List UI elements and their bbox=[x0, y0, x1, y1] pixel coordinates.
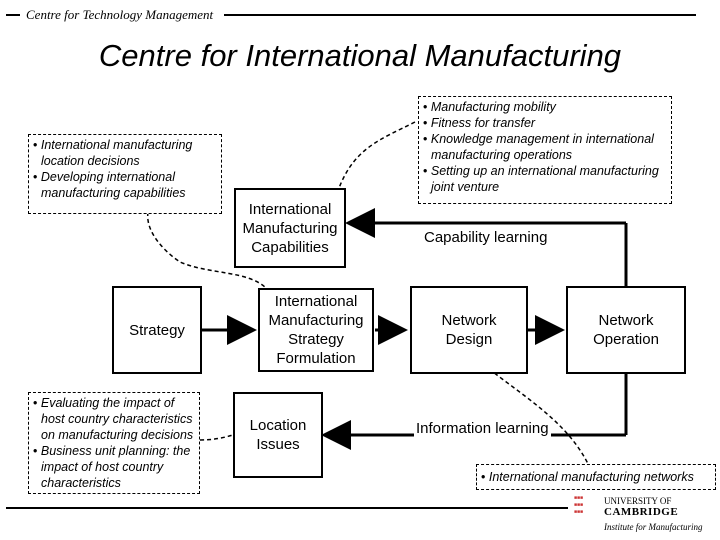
header-rule-right bbox=[224, 14, 696, 16]
logo-small-text-1: ■■■ bbox=[574, 495, 584, 501]
header-org: Centre for Technology Management bbox=[26, 7, 214, 22]
note-top-left-item: International manufacturing location dec… bbox=[33, 137, 217, 169]
box-imc-line: International bbox=[248, 200, 332, 218]
box-imc-line: Manufacturing bbox=[242, 219, 338, 237]
box-network-design-line: Network bbox=[441, 312, 497, 329]
note-bottom-right-item: International manufacturing networks bbox=[481, 469, 711, 485]
box-strategy: Strategy bbox=[112, 286, 202, 374]
box-network-operation-line: Operation bbox=[593, 331, 659, 348]
logo-small-text-3: ■■■ bbox=[574, 509, 584, 515]
footer-university-line2: CAMBRIDGE bbox=[604, 506, 679, 518]
dashed-pointer-bottom-right bbox=[477, 359, 591, 469]
footer-rule bbox=[6, 507, 568, 509]
box-location-line: Location bbox=[249, 417, 307, 434]
logo-small-text-2: ■■■ bbox=[574, 502, 584, 508]
box-location-line: Issues bbox=[256, 436, 300, 453]
box-imc-line: Capabilities bbox=[251, 238, 329, 256]
note-top-right-item: Knowledge management in international ma… bbox=[423, 131, 667, 163]
footer-institute: Institute for Manufacturing bbox=[604, 522, 703, 532]
note-top-right-item: Manufacturing mobility bbox=[423, 99, 667, 115]
note-bottom-left-item: Evaluating the impact of host country ch… bbox=[33, 395, 195, 443]
note-top-left: International manufacturing location dec… bbox=[28, 134, 222, 214]
note-bottom-left: Evaluating the impact of host country ch… bbox=[28, 392, 200, 494]
box-strategy-label: Strategy bbox=[129, 321, 185, 339]
note-top-right-item: Setting up an international manufacturin… bbox=[423, 163, 667, 195]
box-imsf: International Manufacturing Strategy For… bbox=[258, 288, 374, 372]
dashed-pointer-top-right bbox=[334, 121, 416, 201]
note-top-left-item: Developing international manufacturing c… bbox=[33, 169, 217, 201]
note-top-right: Manufacturing mobility Fitness for trans… bbox=[418, 96, 672, 204]
header-rule-left bbox=[6, 14, 20, 16]
box-network-design: Network Design bbox=[410, 286, 528, 374]
box-imsf-line: Formulation bbox=[276, 350, 356, 367]
box-location-issues: Location Issues bbox=[233, 392, 323, 478]
label-capability-learning: Capability learning bbox=[424, 229, 548, 246]
cambridge-crest-logo: ■■■ ■■■ ■■■ bbox=[574, 496, 600, 518]
footer-university-line1: UNIVERSITY OF bbox=[604, 496, 672, 506]
note-bottom-left-item: Business unit planning: the impact of ho… bbox=[33, 443, 195, 491]
label-information-learning: Information learning bbox=[414, 420, 551, 437]
box-international-manufacturing-capabilities: International Manufacturing Capabilities bbox=[234, 188, 346, 268]
box-imsf-line: International bbox=[274, 293, 358, 310]
slide-title: Centre for International Manufacturing bbox=[98, 38, 622, 73]
box-imsf-line: Strategy bbox=[288, 331, 344, 348]
note-top-right-item: Fitness for transfer bbox=[423, 115, 667, 131]
box-network-operation: Network Operation bbox=[566, 286, 686, 374]
box-imsf-line: Manufacturing bbox=[268, 312, 364, 329]
box-network-design-line: Design bbox=[445, 331, 493, 348]
note-bottom-right: International manufacturing networks bbox=[476, 464, 716, 490]
box-network-operation-line: Network bbox=[598, 312, 654, 329]
